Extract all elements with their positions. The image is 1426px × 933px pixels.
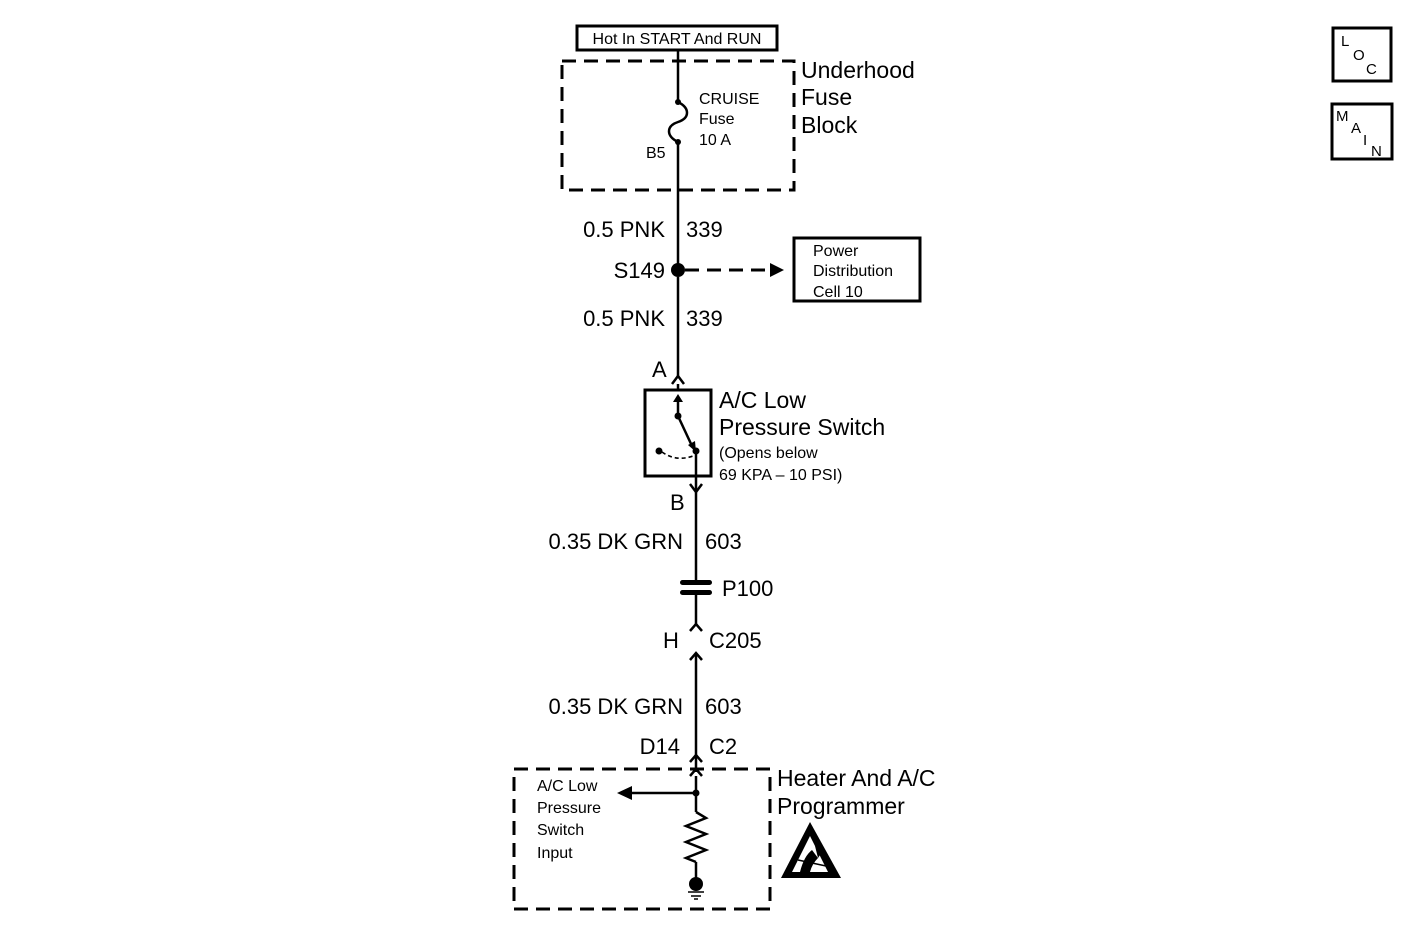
programmer-input-2: Pressure xyxy=(537,800,601,817)
main-button-letter-m: M xyxy=(1336,108,1349,125)
splice-label: S149 xyxy=(614,258,665,283)
fuse-label-2: Fuse xyxy=(699,111,735,128)
cruise-fuse xyxy=(667,50,689,270)
loc-button-letter-l: L xyxy=(1341,33,1349,50)
wire-lower-2-gauge: 0.35 DK GRN xyxy=(549,694,684,719)
connector-c2-top xyxy=(689,753,703,763)
pass-through-label: P100 xyxy=(722,576,773,601)
main-button-letter-n: N xyxy=(1371,143,1382,160)
fuse-block-title-2: Fuse xyxy=(801,84,852,110)
power-distribution-line-2: Distribution xyxy=(813,263,893,280)
switch-note-1: (Opens below xyxy=(719,445,818,462)
switch-terminal-a: A xyxy=(652,357,667,382)
main-button-letter-a: A xyxy=(1351,120,1361,137)
wire-lower-1-circuit: 603 xyxy=(705,529,742,554)
programmer-title-2: Programmer xyxy=(777,793,905,819)
fuse-label-1: CRUISE xyxy=(699,91,759,108)
wire-upper-1-gauge: 0.5 PNK xyxy=(583,217,665,242)
programmer-input-4: Input xyxy=(537,845,573,862)
fuse-block-title-3: Block xyxy=(801,112,858,138)
connector-c205-pin: H xyxy=(663,628,679,653)
fuse-block-title-1: Underhood xyxy=(801,57,915,83)
connector-c2-pin: D14 xyxy=(640,734,680,759)
loc-button[interactable]: L O C xyxy=(1331,26,1393,83)
power-distribution-line-1: Power xyxy=(813,243,859,260)
switch-terminal-b: B xyxy=(670,490,685,515)
power-distribution-box[interactable]: Power Distribution Cell 10 xyxy=(792,236,922,303)
connector-c2-id: C2 xyxy=(709,734,737,759)
power-source-label: Hot In START And RUN xyxy=(593,31,762,48)
connector-c205-top xyxy=(689,622,703,632)
main-button-letter-i: I xyxy=(1363,132,1367,149)
wire-lower-2-circuit: 603 xyxy=(705,694,742,719)
programmer-input-3: Switch xyxy=(537,822,584,839)
wire-upper-2-gauge: 0.5 PNK xyxy=(583,306,665,331)
programmer-title-1: Heater And A/C xyxy=(777,765,936,791)
programmer-input-1: A/C Low xyxy=(537,778,598,795)
loc-button-letter-o: O xyxy=(1353,47,1365,64)
switch-note-2: 69 KPA – 10 PSI) xyxy=(719,467,842,484)
pass-through-p100 xyxy=(680,580,712,625)
power-source-box: Hot In START And RUN xyxy=(575,24,779,52)
loc-button-letter-c: C xyxy=(1366,61,1377,78)
esd-warning-icon xyxy=(781,822,841,878)
splice-branch-arrow xyxy=(770,263,784,277)
connector-c205-id: C205 xyxy=(709,628,762,653)
switch-title-2: Pressure Switch xyxy=(719,414,885,440)
wire-lower-1-gauge: 0.35 DK GRN xyxy=(549,529,684,554)
fuse-label-3: 10 A xyxy=(699,132,731,149)
wire-upper-1-circuit: 339 xyxy=(686,217,723,242)
power-distribution-line-3: Cell 10 xyxy=(813,284,863,301)
connector-a-symbol xyxy=(671,373,685,385)
switch-title-1: A/C Low xyxy=(719,387,806,413)
wire-upper-2-circuit: 339 xyxy=(686,306,723,331)
main-button[interactable]: M A I N xyxy=(1330,102,1394,161)
splice-s149-dot xyxy=(671,263,685,277)
fuse-terminal-label: B5 xyxy=(646,145,666,162)
ac-low-pressure-switch xyxy=(643,384,713,478)
programmer-internal-circuit xyxy=(617,776,710,900)
